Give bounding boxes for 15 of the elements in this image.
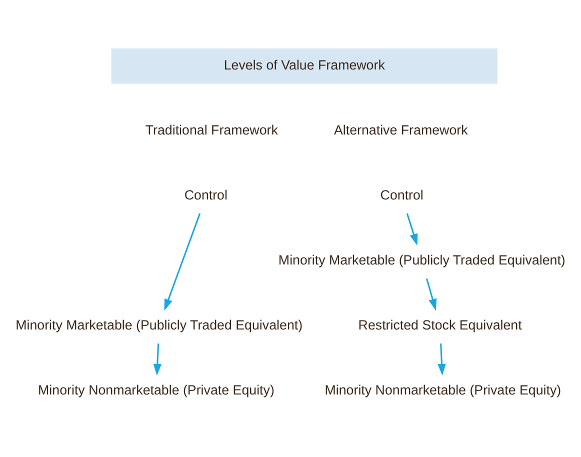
node-text: Control xyxy=(380,188,424,203)
arrow xyxy=(406,213,418,246)
arrow xyxy=(164,213,201,311)
arrow xyxy=(426,278,437,311)
node-text: Minority Nonmarketable (Private Equity) xyxy=(38,382,274,398)
node-text: Minority Marketable (Publicly Traded Equivalent) xyxy=(278,252,566,268)
node-text: Restricted Stock Equivalent xyxy=(358,318,522,333)
node-box: Levels of Value Framework xyxy=(111,48,498,84)
label: Alternative Framework xyxy=(334,122,468,138)
arrow xyxy=(438,343,446,376)
node-text: Minority Marketable (Publicly Traded Equivalent) xyxy=(16,318,303,333)
node-text: Minority Nonmarketable (Private Equity) xyxy=(324,382,562,398)
arrow xyxy=(153,343,162,376)
node-text: Control xyxy=(184,188,228,203)
label: Traditional Framework xyxy=(145,122,278,138)
